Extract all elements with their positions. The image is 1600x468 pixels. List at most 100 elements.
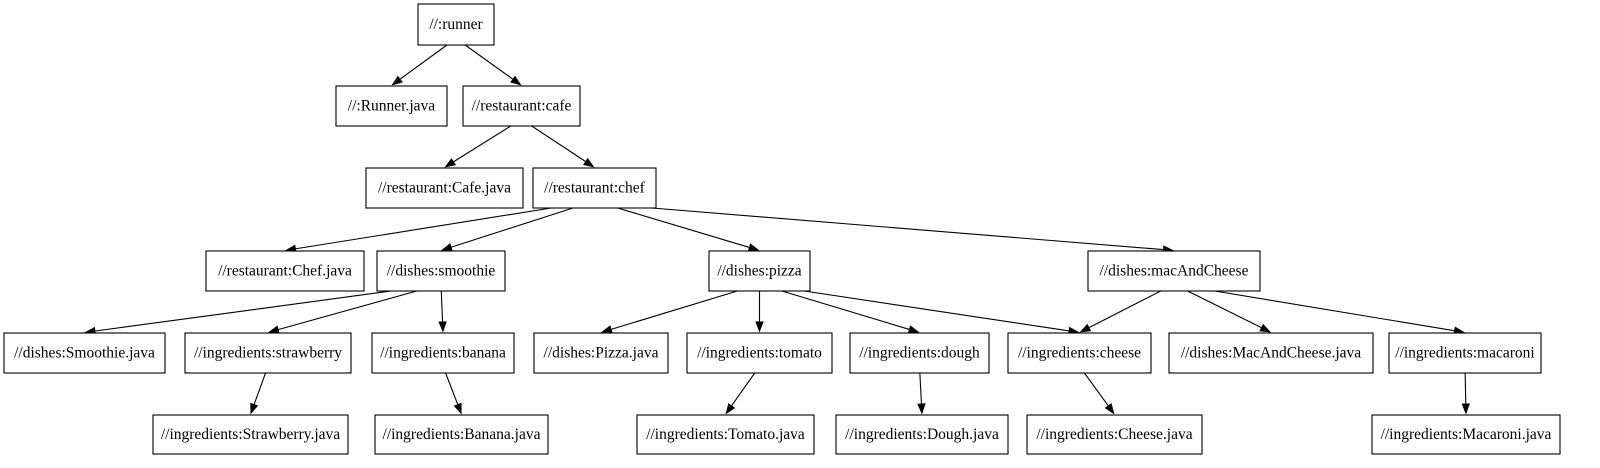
graph-node-ing-dough[interactable]: //ingredients:dough [849,332,990,374]
arrowhead-icon [747,243,760,252]
arrowhead-icon [583,157,595,168]
node-box[interactable] [1371,414,1561,455]
arrowhead-icon [438,321,447,333]
node-box[interactable] [3,332,166,374]
edge-runner-to-restaurant-cafe [464,44,513,80]
edge-ing-cheese-to-cheese-java [1083,372,1109,406]
graph-node-dishes-smoothie[interactable]: //dishes:smoothie [376,250,506,292]
node-box[interactable] [835,414,1009,455]
node-box[interactable] [1007,332,1152,374]
node-box[interactable] [205,250,365,292]
node-box[interactable] [184,332,352,374]
arrowhead-icon [391,75,403,86]
graph-node-restaurant-cafe[interactable]: //restaurant:cafe [462,85,581,127]
arrowhead-icon [1104,403,1115,415]
node-box[interactable] [1168,332,1374,374]
arrowhead-icon [441,243,453,252]
graph-node-runner-java[interactable]: //:Runner.java [335,85,448,127]
graph-node-chef-java[interactable]: //restaurant:Chef.java [205,250,365,292]
node-label: //dishes:Smoothie.java [14,345,155,362]
node-label: //restaurant:cafe [472,98,572,115]
node-label: //dishes:Pizza.java [544,345,659,362]
graph-node-strawberry-java[interactable]: //ingredients:Strawberry.java [152,414,349,455]
node-box[interactable] [533,332,669,374]
node-box[interactable] [371,332,515,374]
graph-node-dishes-macandcheese[interactable]: //dishes:macAndCheese [1087,250,1261,292]
arrowhead-icon [444,158,457,168]
node-label: //ingredients:cheese [1018,345,1141,362]
edge-ing-dough-to-dough-java [919,372,922,404]
arrowhead-icon [601,325,613,334]
arrowhead-icon [755,321,764,333]
node-box[interactable] [152,414,349,455]
edge-restaurant-chef-to-chef-java [295,207,552,250]
node-box[interactable] [686,332,833,374]
node-box[interactable] [708,250,811,292]
node-label: //ingredients:banana [380,345,506,362]
node-box[interactable] [374,414,549,455]
node-label: //ingredients:Tomato.java [646,426,805,443]
node-label: //ingredients:Macaroni.java [1381,426,1552,443]
arrowhead-icon [268,325,280,334]
node-box[interactable] [1388,332,1542,374]
graph-node-macaroni-java[interactable]: //ingredients:Macaroni.java [1371,414,1561,455]
graph-node-ing-strawberry[interactable]: //ingredients:strawberry [184,332,352,374]
arrowhead-icon [1079,323,1092,333]
edge-dishes-pizza-to-ing-cheese [804,290,1069,332]
graph-node-ing-macaroni[interactable]: //ingredients:macaroni [1388,332,1542,374]
edge-dishes-pizza-to-ing-dough [781,290,910,330]
graph-node-smoothie-java[interactable]: //dishes:Smoothie.java [3,332,166,374]
graph-node-banana-java[interactable]: //ingredients:Banana.java [374,414,549,455]
arrowhead-icon [1461,403,1470,415]
arrowhead-icon [453,402,462,415]
graph-node-restaurant-chef[interactable]: //restaurant:chef [532,167,657,209]
edge-ing-tomato-to-tomato-java [731,372,756,406]
node-box[interactable] [417,3,495,46]
edge-dishes-smoothie-to-smoothie-java [95,290,392,332]
node-box[interactable] [849,332,990,374]
graph-node-dishes-pizza[interactable]: //dishes:pizza [708,250,811,292]
graph-node-ing-banana[interactable]: //ingredients:banana [371,332,515,374]
edge-ing-strawberry-to-strawberry-java [253,372,267,405]
arrowhead-icon [510,75,522,86]
node-box[interactable] [1026,414,1203,455]
edge-runner-to-runner-java [400,44,448,80]
node-box[interactable] [532,167,657,209]
node-box[interactable] [376,250,506,292]
graph-node-tomato-java[interactable]: //ingredients:Tomato.java [636,414,815,455]
node-label: //restaurant:Cafe.java [378,180,511,197]
edge-restaurant-chef-to-dishes-macandcheese [651,207,1164,251]
edge-restaurant-cafe-to-restaurant-chef [531,125,586,162]
edge-dishes-macandcheese-to-ing-cheese [1089,290,1162,328]
node-box[interactable] [335,85,448,127]
node-label: //restaurant:Chef.java [218,263,352,280]
edge-ing-macaroni-to-macaroni-java [1464,372,1467,404]
graph-node-ing-cheese[interactable]: //ingredients:cheese [1007,332,1152,374]
graph-node-dough-java[interactable]: //ingredients:Dough.java [835,414,1009,455]
node-box[interactable] [636,414,815,455]
node-box[interactable] [462,85,581,127]
node-label: //ingredients:strawberry [194,345,342,362]
node-label: //ingredients:Strawberry.java [161,426,340,443]
edge-restaurant-cafe-to-cafe-java [453,125,512,163]
graph-node-cafe-java[interactable]: //restaurant:Cafe.java [365,167,524,209]
edge-restaurant-chef-to-dishes-pizza [617,207,750,248]
arrowhead-icon [1259,323,1271,333]
node-box[interactable] [365,167,524,209]
graph-nodes-layer: //:runner //:Runner.java //restaurant:cafe… [3,3,1561,455]
node-label: //dishes:macAndCheese [1100,263,1249,280]
graph-node-runner[interactable]: //:runner [417,3,495,46]
graph-node-macandcheese-java[interactable]: //dishes:MacAndCheese.java [1168,332,1374,374]
graph-node-cheese-java[interactable]: //ingredients:Cheese.java [1026,414,1203,455]
node-label: //ingredients:Banana.java [383,426,541,443]
node-label: //dishes:smoothie [387,263,496,280]
arrowhead-icon [907,325,920,334]
graph-node-pizza-java[interactable]: //dishes:Pizza.java [533,332,669,374]
node-label: //dishes:pizza [717,263,801,280]
node-label: //ingredients:Dough.java [845,426,999,443]
graph-node-ing-tomato[interactable]: //ingredients:tomato [686,332,833,374]
edge-restaurant-chef-to-dishes-smoothie [451,207,574,248]
node-box[interactable] [1087,250,1261,292]
